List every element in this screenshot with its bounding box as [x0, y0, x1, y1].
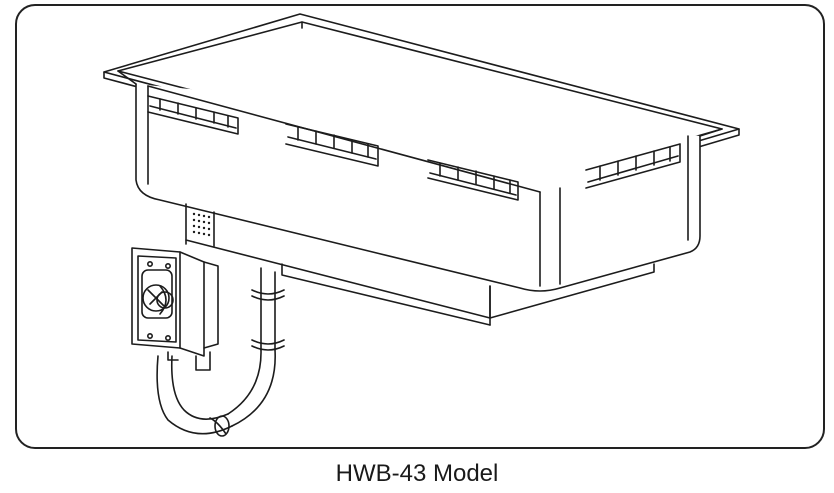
- bracket-left: [147, 95, 239, 135]
- drain-hose: [156, 267, 285, 437]
- bracket-side: [585, 143, 681, 189]
- tray-body: [117, 21, 723, 292]
- heater-housing: [185, 203, 655, 326]
- bracket-center: [285, 123, 379, 167]
- figure-frame: [15, 4, 825, 449]
- control-box: [131, 247, 219, 371]
- vent-grille-icon: [192, 212, 211, 237]
- mounting-brackets: [147, 95, 681, 201]
- bracket-right: [427, 159, 519, 201]
- thermostat-knob-icon: [142, 284, 174, 315]
- figure-caption: HWB-43 Model: [335, 460, 499, 487]
